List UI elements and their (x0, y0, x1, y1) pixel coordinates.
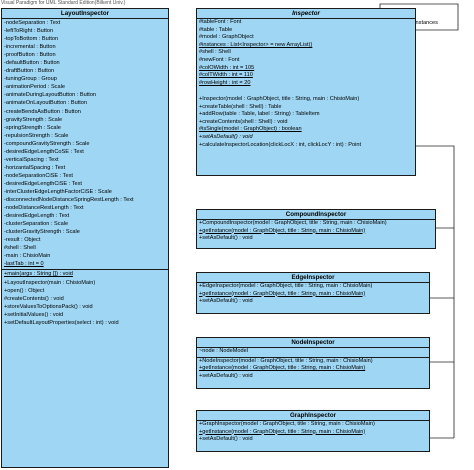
attribute-row: #colOWidth : int = 105 (199, 64, 255, 71)
method-row: +LayoutInspector(main : ChisioMain) (4, 279, 96, 286)
attribute-row: ~node : NodeModel (199, 348, 248, 354)
method-row: +main(args : String []) : void (4, 271, 73, 278)
class-layout-inspector[interactable]: LayoutInspector -nodeSeparation : Text -l… (1, 8, 169, 468)
class-title: LayoutInspector (2, 9, 168, 19)
attribute-row: -tuningGroup : Group (4, 76, 57, 83)
class-node-inspector[interactable]: NodeInspector ~node : NodeModel +NodeIns… (196, 337, 430, 389)
attribute-row: -desiredEdgeLengthCoSE : Text (4, 148, 84, 155)
method-row: +setAsDefault() : void (199, 235, 253, 242)
attribute-row: -desiredEdgeLength : Text (4, 213, 70, 220)
attribute-row: #shell : Shell (4, 245, 36, 252)
attributes-section: -nodeSeparation : Text -leftToRight : But… (2, 19, 168, 271)
method-row: +setAsDefault() : void (199, 372, 253, 379)
method-row: +EdgeInspector(model : GraphObject, titl… (199, 283, 373, 289)
class-title: GraphInspector (197, 411, 429, 421)
attribute-row: -springStrength : Scale (4, 124, 61, 131)
attribute-row: -incremental : Button (4, 44, 56, 51)
method-row: +createContents(shell : Shell) : void (199, 118, 288, 125)
methods-section: +EdgeInspector(model : GraphObject, titl… (197, 283, 429, 307)
attribute-row: -createBendsAsButton : Button (4, 108, 81, 115)
attribute-row: #colTWidth : int = 110 (199, 72, 253, 79)
method-row: +open() : Object (4, 287, 45, 294)
attribute-row: -proofButton : Button (4, 52, 56, 59)
methods-section: +NodeInspector(model : GraphObject, titl… (197, 358, 429, 382)
instances-label: Instances (414, 20, 438, 26)
method-row: +calculateInspectorLocation(clickLocX : … (199, 141, 362, 148)
attribute-row: -nodeDistanceRestLength : Text (4, 205, 84, 212)
method-row: +Inspector(model : GraphObject, title : … (199, 96, 360, 102)
methods-section: +GraphInspector(model : GraphObject, tit… (197, 421, 429, 445)
attribute-row: #table : Table (199, 26, 233, 33)
watermark: Visual Paradigm for UML Standard Edition… (1, 0, 126, 6)
attribute-row: -result : Object (4, 237, 41, 244)
method-row: +setAsDefault() : void (199, 133, 253, 140)
attribute-row: -nodeSeparationCiSE : Text (4, 172, 73, 179)
method-row: +storeValuesToOptionsPack() : void (4, 303, 93, 310)
method-row: +getInstance(model : GraphObject, title … (199, 428, 366, 435)
instances-association (379, 3, 459, 31)
attribute-row: -compoundGravityStrength : Scale (4, 140, 90, 147)
attribute-row: #newFont : Font (199, 56, 240, 63)
class-title: EdgeInspector (197, 273, 429, 283)
attribute-row: -gravityStrength : Scale (4, 116, 63, 123)
method-row: #createContents() : void (4, 295, 64, 302)
class-title: CompoundInspector (197, 210, 435, 220)
method-row: +setInitialValues() : void (4, 311, 64, 318)
class-title: Inspector (197, 9, 415, 19)
class-inspector[interactable]: Inspector #tableFont : Font#table : Tabl… (196, 8, 416, 97)
class-inspector-operations[interactable]: +Inspector(model : GraphObject, title : … (196, 96, 416, 176)
method-row: +getInstance(model : GraphObject, title … (199, 227, 366, 234)
methods-section: +Inspector(model : GraphObject, title : … (197, 96, 415, 150)
attribute-row: -clusterSeparation : Scale (4, 221, 69, 228)
attribute-row: -animateOnLayoutButton : Button (4, 100, 88, 107)
attribute-row: -nodeSeparation : Text (4, 20, 61, 26)
attribute-row: #rowHeight : int = 20 (199, 79, 251, 86)
class-compound-inspector[interactable]: CompoundInspector +CompoundInspector(mod… (196, 209, 436, 249)
method-row: +setAsDefault() : void (199, 298, 253, 305)
attribute-row: #model : GraphObject (199, 34, 254, 41)
methods-section: +CompoundInspector(model : GraphObject, … (197, 220, 435, 244)
method-row: +GraphInspector(model : GraphObject, tit… (199, 421, 375, 427)
attribute-row: -main : ChisioMain (4, 253, 51, 260)
attribute-row: -animateDuringLayoutButton : Button (4, 92, 97, 99)
attribute-row: -desiredEdgeLengthCiSE : Text (4, 180, 82, 187)
attribute-row: -repulsionStrength : Scale (4, 132, 69, 139)
method-row: +addRow(table : Table, label : String) :… (199, 111, 320, 118)
attribute-row: -clusterGravityStrength : Scale (4, 229, 80, 236)
method-row: +setDefaultLayoutProperties(select : int… (4, 319, 119, 326)
attribute-row: -interClusterEdgeLengthFactorCiSE : Scal… (4, 188, 112, 195)
attribute-row: -animationPeriod : Scale (4, 84, 65, 91)
attributes-section: ~node : NodeModel (197, 348, 429, 358)
method-row: +setAsDefault() : void (199, 436, 253, 443)
attribute-row: -defaultButton : Button (4, 60, 60, 67)
method-row: +getInstance(model : GraphObject, title … (199, 365, 366, 372)
class-edge-inspector[interactable]: EdgeInspector +EdgeInspector(model : Gra… (196, 272, 430, 314)
attribute-row: -lastTab : int = 0 (4, 261, 44, 268)
attribute-row: -draftButton : Button (4, 68, 55, 75)
method-row: +getInstance(model : GraphObject, title … (199, 290, 366, 297)
attribute-row: #shell : Shell (199, 49, 231, 56)
method-row: +createTable(shell : Shell) : Table (199, 103, 282, 110)
methods-section: +main(args : String []) : void+LayoutIns… (2, 270, 168, 327)
attribute-row: -verticalSpacing : Text (4, 156, 59, 163)
attribute-row: #tableFont : Font (199, 19, 242, 25)
attributes-section: #tableFont : Font#table : Table#model : … (197, 19, 415, 88)
attribute-row: -disconnectedNodeDistanceSpringRestLengt… (4, 197, 134, 204)
attribute-row: -topToBottom : Button (4, 36, 59, 43)
attribute-row: -horizantalSpacing : Text (4, 164, 66, 171)
class-title: NodeInspector (197, 338, 429, 348)
attribute-row: -leftToRight : Button (4, 28, 54, 35)
method-row: +NodeInspector(model : GraphObject, titl… (199, 357, 373, 364)
class-graph-inspector[interactable]: GraphInspector +GraphInspector(model : G… (196, 410, 430, 452)
method-row: +CompoundInspector(model : GraphObject, … (199, 220, 387, 226)
attribute-row: #instances : List<Inspector> = new Array… (199, 41, 313, 48)
method-row: #isSingle(model : GraphObject) : boolean (199, 126, 302, 133)
